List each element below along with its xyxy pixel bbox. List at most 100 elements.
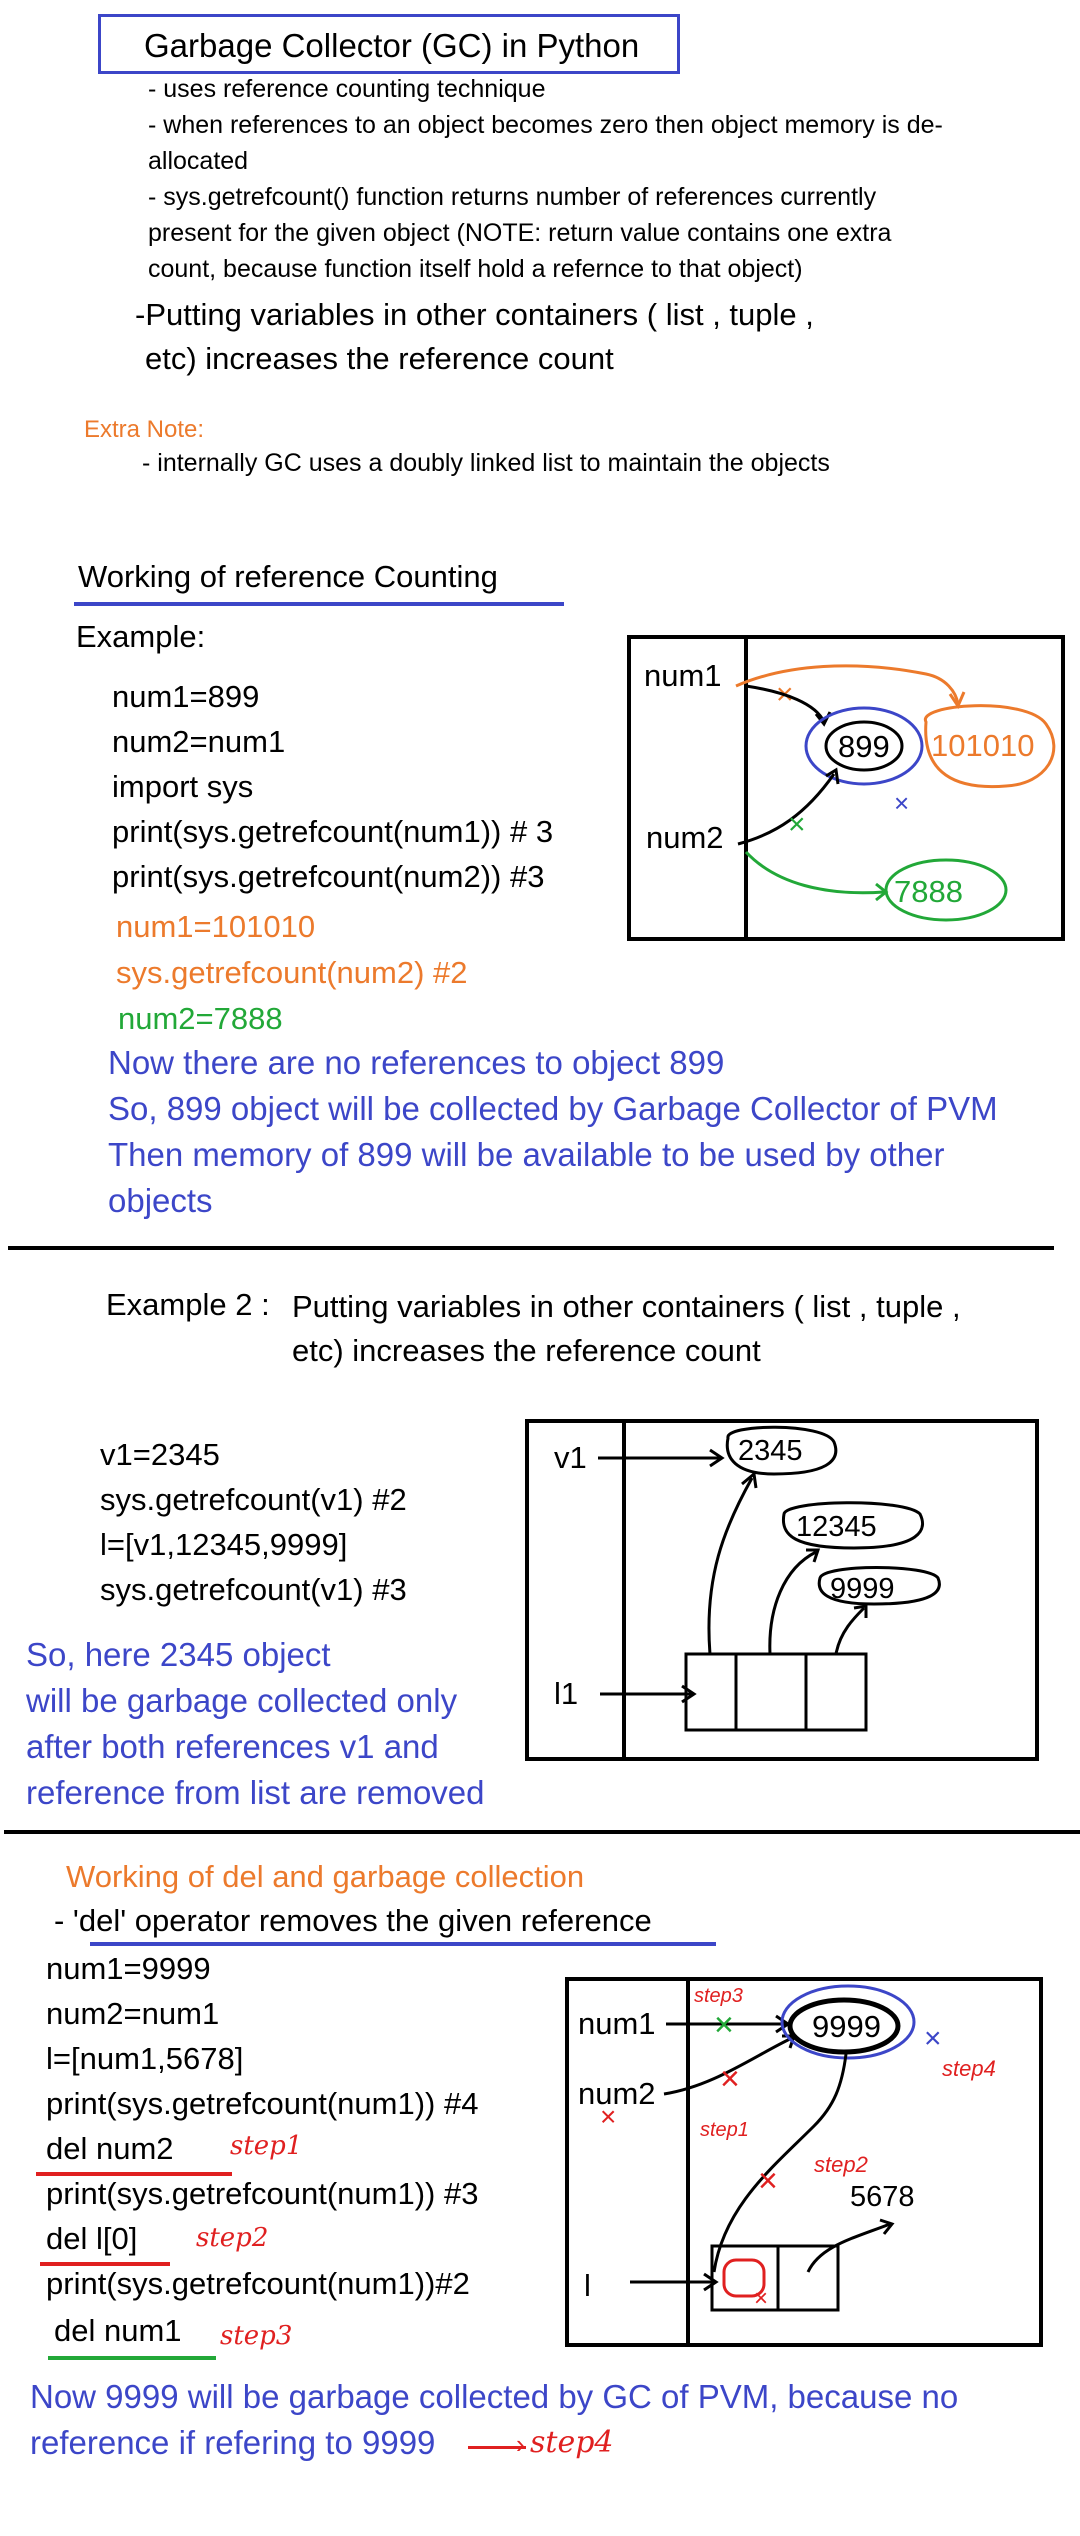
diagram3-cross-step2: × [758, 2162, 778, 2200]
section2-title-2: etc) increases the reference count [292, 1333, 761, 1368]
diagram3-cross-step3: × [714, 2006, 734, 2044]
s1-expl-3: Then memory of 899 will be available to … [108, 1136, 945, 1173]
diagram1-ref-num1-old [745, 684, 826, 723]
diagram1-obj-7888-label: 7888 [894, 874, 963, 909]
s1-code-3: import sys [112, 769, 254, 804]
s3-code-5-underline [36, 2172, 232, 2176]
diagram1-cross-blue: × [894, 788, 909, 818]
diagram2-obj-9999-label: 9999 [830, 1573, 895, 1605]
containers-note-2: etc) increases the reference count [145, 341, 614, 376]
s1-code-7: sys.getrefcount(num2) #2 [116, 955, 468, 990]
diagram3-step2-label: step2 [814, 2152, 868, 2177]
section1-heading: Working of reference Counting [78, 559, 498, 594]
s3-code-8: print(sys.getrefcount(num1))#2 [46, 2266, 470, 2301]
bullet-3: - sys.getrefcount() function returns num… [148, 183, 877, 211]
diagram1-obj-899-outer [804, 706, 924, 786]
diagram2-frame [525, 1419, 1039, 1761]
diagram2-obj-2345-label: 2345 [738, 1435, 803, 1467]
diagram1-obj-899-inner [824, 720, 904, 772]
bullet-2: - when references to an object becomes z… [148, 111, 943, 139]
bullet-3-cont: present for the given object (NOTE: retu… [148, 219, 892, 247]
diagram2-ref-list-2 [834, 1606, 866, 1655]
diagram1-ref-num2-old [737, 773, 836, 846]
extra-note-text: - internally GC uses a doubly linked lis… [142, 449, 830, 477]
s1-expl-4: objects [108, 1182, 213, 1219]
s1-expl-1: Now there are no references to object 89… [108, 1044, 725, 1081]
s3-code-7: del l[0] [46, 2221, 138, 2256]
example-label: Example: [76, 619, 206, 654]
s2-code-4: sys.getrefcount(v1) #3 [100, 1572, 407, 1607]
s2-expl-3: after both references v1 and [26, 1728, 439, 1765]
diagram2-ref-list-1 [768, 1550, 817, 1655]
diagram1-ref-num2-new [744, 850, 885, 895]
diagram1-obj-7888 [884, 858, 1008, 922]
diagram2-ref-list-0 [707, 1477, 754, 1655]
s3-step2-label: step2 [196, 2223, 269, 2253]
diagram3-step3-label: step3 [694, 1985, 743, 2007]
section2-title-1: Putting variables in other containers ( … [292, 1289, 961, 1324]
section3-subtitle-underline [90, 1942, 716, 1946]
diagram3-var-num1: num1 [578, 2006, 656, 2041]
s3-code-9: del num1 [54, 2313, 182, 2348]
bullet-3-cont2: count, because function itself hold a re… [148, 255, 803, 283]
diagram3-step4-label: step4 [942, 2056, 996, 2081]
diagram2-obj-12345-label: 12345 [796, 1511, 877, 1543]
title-box [98, 14, 680, 74]
s1-expl-2: So, 899 object will be collected by Garb… [108, 1090, 998, 1127]
s2-expl-4: reference from list are removed [26, 1774, 485, 1811]
s3-step3-label: step3 [220, 2321, 293, 2351]
s3-expl-arrowhead: › [516, 2429, 525, 2459]
diagram1-frame [627, 635, 1065, 941]
diagram2-obj-9999 [817, 1566, 941, 1606]
diagram3-ref-list-1 [806, 2222, 891, 2273]
diagram2-var-l1: l1 [554, 1676, 578, 1711]
diagram2-obj-12345 [781, 1501, 925, 1550]
diagram1-ref-num1-new [735, 664, 960, 705]
diagram3-list-box [710, 2244, 840, 2312]
s2-expl-2: will be garbage collected only [26, 1682, 458, 1719]
diagram2-list-box [684, 1652, 868, 1732]
diagram3-num2-cross: × [600, 2101, 616, 2132]
divider-2 [4, 1830, 1080, 1834]
diagram1-obj-101010 [924, 704, 1056, 789]
diagram3-removed-slot [722, 2258, 766, 2298]
s3-code-4: print(sys.getrefcount(num1)) #4 [46, 2086, 479, 2121]
diagram3-ref-num2 [663, 2036, 793, 2096]
diagram-del: num1 num2 × l × step3 × step1 9999 × ste… [565, 1977, 1043, 2347]
diagram3-step1-label: step1 [700, 2119, 749, 2141]
s3-code-1: num1=9999 [46, 1951, 211, 1986]
diagram1-obj-899-label: 899 [838, 729, 890, 764]
s2-expl-1: So, here 2345 object [26, 1636, 331, 1673]
s3-expl-2: reference if refering to 9999 [30, 2424, 436, 2461]
diagram3-frame [565, 1977, 1043, 2347]
s3-final-step: step4 [530, 2425, 614, 2460]
s2-code-1: v1=2345 [100, 1437, 220, 1472]
bullet-2-cont: allocated [148, 147, 249, 175]
diagram3-obj-5678-label: 5678 [850, 2181, 915, 2213]
s1-code-2: num2=num1 [112, 724, 286, 759]
diagram3-var-num2: num2 [578, 2076, 656, 2111]
s3-step1-label: step1 [230, 2131, 303, 2161]
s3-code-3: l=[num1,5678] [46, 2041, 244, 2076]
s3-code-2: num2=num1 [46, 1996, 220, 2031]
diagram3-obj-9999-inner [787, 1997, 901, 2055]
s3-expl-arrow [468, 2446, 526, 2449]
s1-code-8: num2=7888 [118, 1001, 283, 1036]
s3-code-9-underline [48, 2356, 216, 2360]
diagram-reference-counting: num1 num2 × 899 × 101010 × 7888 [627, 635, 1065, 941]
diagram-containers: v1 l1 2345 12345 9999 [525, 1419, 1039, 1761]
diagram2-obj-2345 [725, 1425, 838, 1476]
s3-code-5: del num2 [46, 2131, 174, 2166]
extra-note-label: Extra Note: [84, 416, 205, 443]
diagram3-obj-9999-label: 9999 [812, 2009, 881, 2044]
s2-code-3: l=[v1,12345,9999] [100, 1527, 348, 1562]
diagram3-obj-9999-outer [780, 1984, 916, 2060]
diagram1-obj-101010-label: 101010 [931, 728, 1034, 763]
s3-expl-1: Now 9999 will be garbage collected by GC… [30, 2378, 959, 2415]
s3-code-6: print(sys.getrefcount(num1)) #3 [46, 2176, 479, 2211]
section3-subtitle: - 'del' operator removes the given refer… [54, 1903, 652, 1938]
diagram1-var-num2: num2 [646, 820, 724, 855]
diagram3-cross-step4: × [924, 2022, 942, 2055]
diagram1-var-num1: num1 [644, 658, 722, 693]
containers-note-1: -Putting variables in other containers (… [135, 297, 814, 332]
